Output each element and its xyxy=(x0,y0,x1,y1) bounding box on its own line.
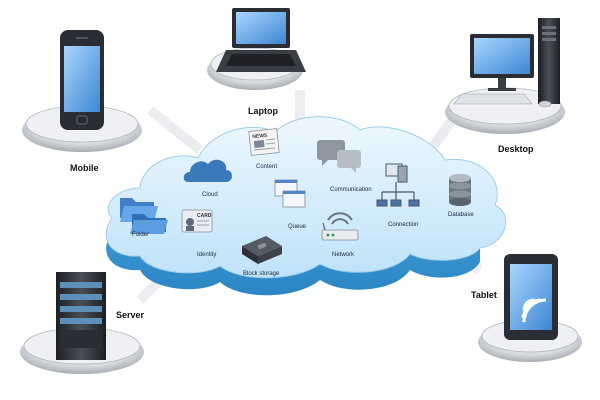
label-identity: Identity xyxy=(197,252,216,258)
label-communication: Communication xyxy=(330,187,372,193)
label-laptop: Laptop xyxy=(248,106,278,116)
label-mobile: Mobile xyxy=(70,163,99,173)
mobile-device xyxy=(22,30,142,152)
desktop-device xyxy=(445,18,565,134)
wifi-router-icon xyxy=(321,212,359,241)
label-database: Database xyxy=(448,212,474,218)
database-icon xyxy=(449,174,471,206)
label-server: Server xyxy=(116,310,145,320)
cloud-icon xyxy=(183,159,232,182)
laptop-device xyxy=(207,8,306,90)
news-icon: NEWS xyxy=(248,128,280,156)
hard-drive-icon xyxy=(242,236,282,264)
speech-bubbles-icon xyxy=(317,140,361,173)
folder-icon xyxy=(120,198,168,234)
tablet-device xyxy=(478,254,582,362)
id-card-icon: CARD xyxy=(181,209,213,233)
label-tablet: Tablet xyxy=(471,290,497,300)
label-desktop: Desktop xyxy=(498,144,534,154)
label-content: Content xyxy=(256,164,277,170)
queue-icon xyxy=(274,179,306,208)
label-cloud: Cloud xyxy=(202,192,218,198)
network-tree-icon xyxy=(376,163,420,207)
label-folder: Folder xyxy=(132,232,149,238)
label-network: Network xyxy=(332,252,355,258)
cloud-shape xyxy=(105,116,507,296)
label-queue: Queue xyxy=(288,224,307,230)
id-card-text: CARD xyxy=(197,213,212,219)
server-device xyxy=(20,272,144,374)
news-icon-text: NEWS xyxy=(252,133,268,141)
label-block-storage: Block storage xyxy=(243,271,280,277)
label-connection: Connection xyxy=(388,222,418,228)
